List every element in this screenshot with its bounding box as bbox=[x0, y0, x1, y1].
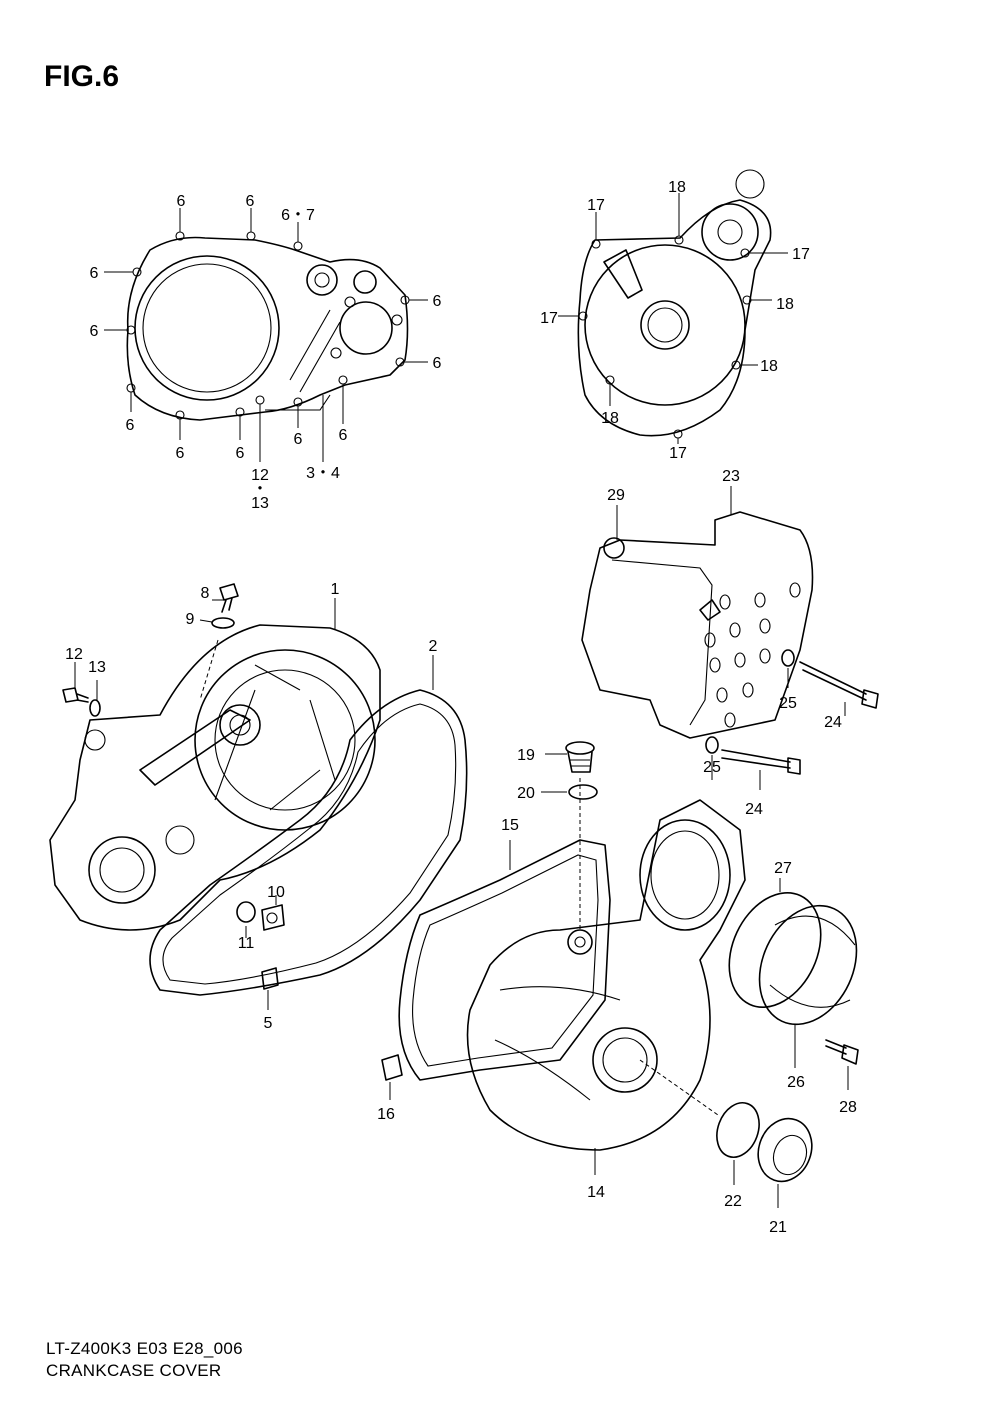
callout: 1 bbox=[331, 581, 340, 598]
callout: 2 bbox=[429, 638, 438, 655]
magneto-outer-cover bbox=[581, 511, 814, 739]
magneto-cover-inner-view bbox=[558, 169, 788, 444]
cover-vent-holes bbox=[704, 582, 801, 728]
callout: 18 bbox=[601, 410, 619, 427]
callout: 17 bbox=[587, 197, 605, 214]
washer-13 bbox=[89, 699, 101, 717]
callout: 6 bbox=[294, 431, 303, 448]
callout: 14 bbox=[587, 1184, 605, 1201]
bolt-24-upper bbox=[799, 661, 879, 709]
callout-labels: 6 6 6・7 6 6 6 6 6 6 6 6 6 12 ・ 13 3・4 17… bbox=[65, 179, 857, 1236]
bolt-hole-markers-magneto bbox=[578, 235, 752, 439]
callout: 21 bbox=[769, 1219, 787, 1236]
callout: 27 bbox=[774, 860, 792, 877]
o-ring-27 bbox=[728, 891, 822, 1009]
magneto-cover-gasket bbox=[398, 839, 611, 1081]
callout: 23 bbox=[722, 468, 740, 485]
callout: 3・4 bbox=[306, 465, 340, 482]
callout: 9 bbox=[186, 611, 195, 628]
callout: 15 bbox=[501, 817, 519, 834]
washer-11 bbox=[236, 901, 256, 923]
callout: 6・7 bbox=[281, 207, 315, 224]
callout: 29 bbox=[607, 487, 625, 504]
callout: 25 bbox=[703, 759, 721, 776]
callout: 10 bbox=[267, 884, 285, 901]
callout: 6 bbox=[339, 427, 348, 444]
callout: 6 bbox=[236, 445, 245, 462]
callout: 17 bbox=[540, 310, 558, 327]
callout: 24 bbox=[824, 714, 842, 731]
callout: 28 bbox=[839, 1099, 857, 1116]
plug-10 bbox=[261, 904, 285, 931]
callout: 11 bbox=[238, 935, 255, 952]
callout: 25 bbox=[779, 695, 797, 712]
bolt-12 bbox=[62, 687, 89, 703]
callout: 18 bbox=[776, 296, 794, 313]
model-code: LT-Z400K3 E03 E28_006 bbox=[46, 1339, 243, 1358]
clutch-cover-inner-view bbox=[104, 208, 428, 462]
dowel-pin-5 bbox=[261, 967, 279, 990]
callout: 6 bbox=[176, 445, 185, 462]
plug-19 bbox=[565, 741, 595, 773]
bolt-24-lower bbox=[721, 749, 801, 775]
section-name: CRANKCASE COVER bbox=[46, 1361, 222, 1380]
callout: 12 bbox=[65, 646, 83, 663]
bolt-28 bbox=[825, 1039, 859, 1065]
washer-25-lower bbox=[705, 736, 719, 754]
callout: 6 bbox=[126, 417, 135, 434]
clutch-cover-gasket bbox=[149, 689, 468, 996]
leader-lines bbox=[74, 486, 849, 1208]
callout: 6 bbox=[433, 293, 442, 310]
cap-21 bbox=[757, 1117, 813, 1183]
bolt-8 bbox=[219, 583, 239, 613]
washer-25-upper bbox=[781, 649, 795, 667]
o-ring-22 bbox=[716, 1102, 760, 1158]
callout: 6 bbox=[246, 193, 255, 210]
callout: ・ bbox=[252, 481, 268, 498]
callout: 17 bbox=[669, 445, 687, 462]
callout: 6 bbox=[90, 265, 99, 282]
callout: 5 bbox=[264, 1015, 273, 1032]
callout: 18 bbox=[760, 358, 778, 375]
callout: 16 bbox=[377, 1106, 395, 1123]
clutch-cover-assembly bbox=[49, 624, 381, 931]
callout: 24 bbox=[745, 801, 763, 818]
callout: 22 bbox=[724, 1193, 742, 1210]
magneto-cover-14 bbox=[466, 799, 746, 1151]
dowel-pin-16 bbox=[381, 1054, 403, 1081]
callout: 20 bbox=[517, 785, 535, 802]
callout: 13 bbox=[251, 495, 269, 512]
bolt-hole-markers bbox=[126, 231, 410, 420]
cap-cover-26 bbox=[758, 904, 858, 1026]
washer-9 bbox=[211, 617, 235, 629]
callout: 18 bbox=[668, 179, 686, 196]
callout: 6 bbox=[177, 193, 186, 210]
callout: 12 bbox=[251, 467, 269, 484]
washer-20 bbox=[568, 784, 598, 800]
callout: 6 bbox=[433, 355, 442, 372]
callout: 26 bbox=[787, 1074, 805, 1091]
callout: 17 bbox=[792, 246, 810, 263]
callout: 19 bbox=[517, 747, 535, 764]
callout: 13 bbox=[88, 659, 106, 676]
callout: 8 bbox=[201, 585, 210, 602]
figure-title: FIG.6 bbox=[44, 60, 120, 93]
callout: 6 bbox=[90, 323, 99, 340]
